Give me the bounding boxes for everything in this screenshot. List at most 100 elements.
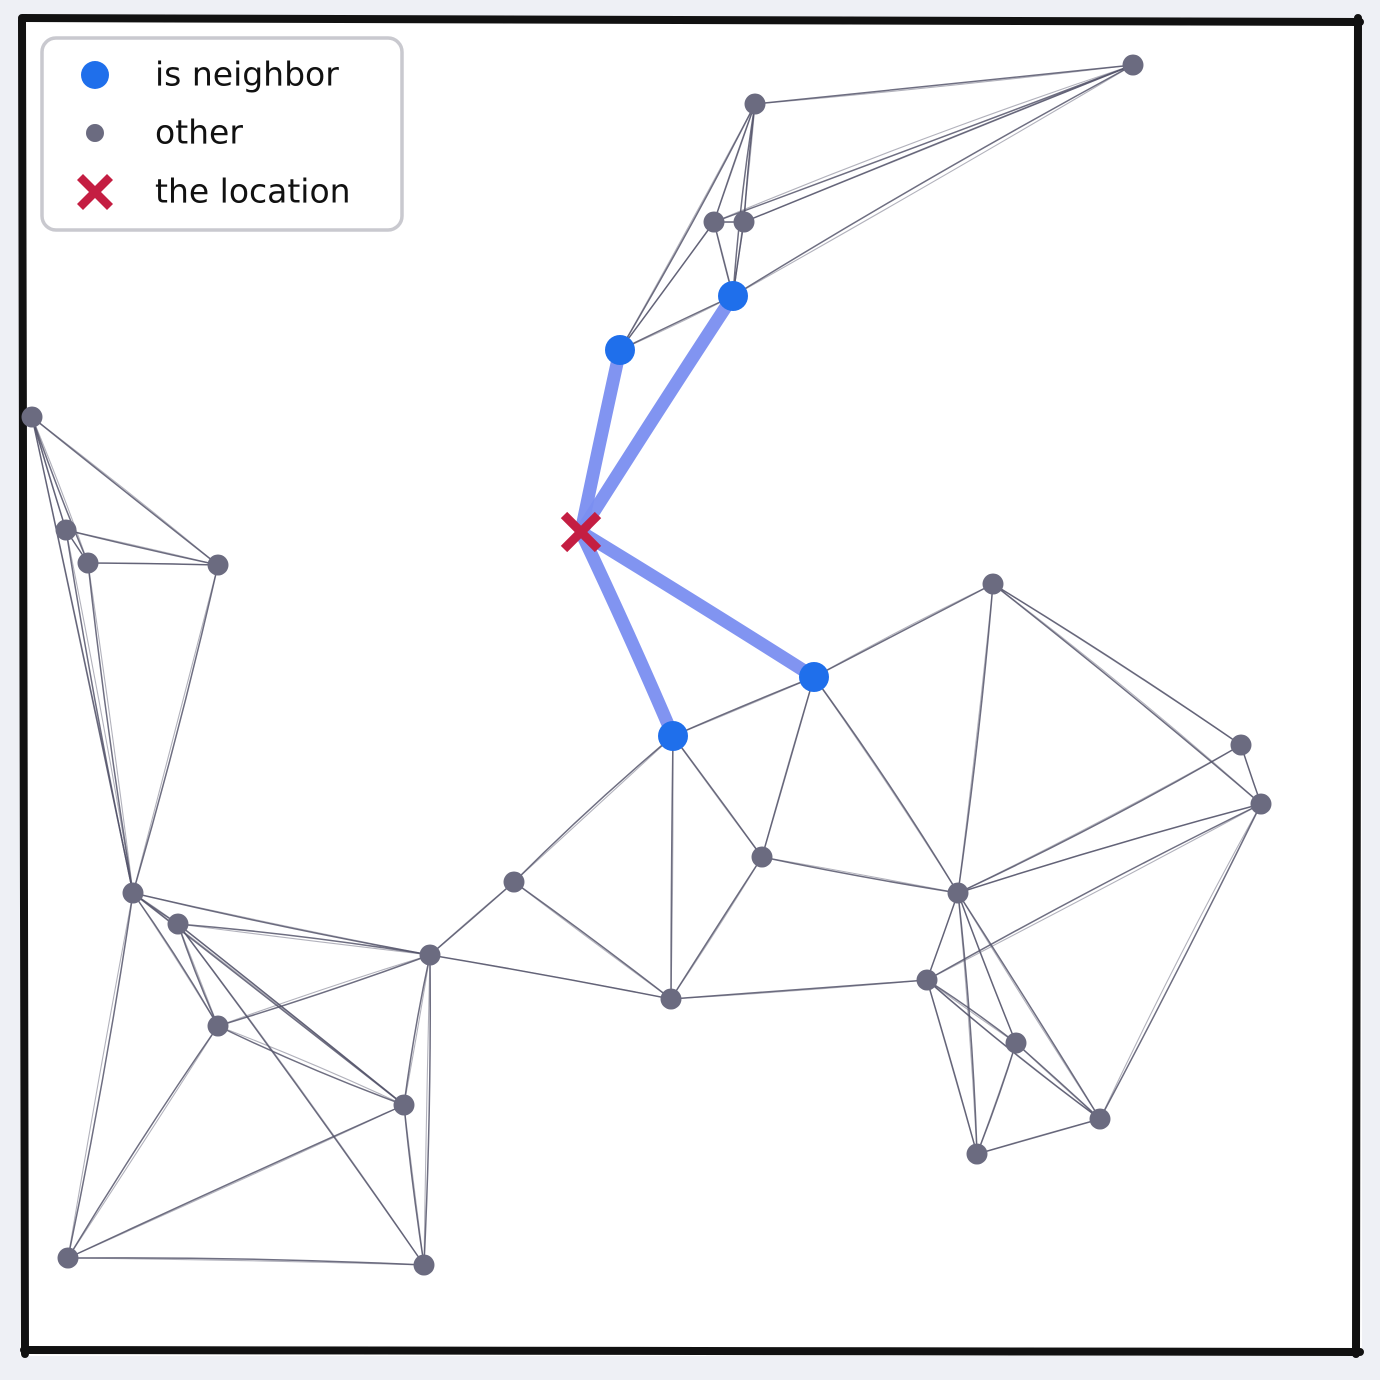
location-marker	[560, 511, 602, 553]
graph-edge	[423, 954, 432, 1266]
legend-item-large-blue-dot[interactable]: is neighbor	[81, 55, 339, 94]
graph-edge	[1015, 1042, 1101, 1120]
other-node[interactable]	[393, 1094, 415, 1116]
graph-edge	[67, 892, 134, 1259]
graph-edge	[957, 892, 978, 1155]
legend-item-small-gray-dot[interactable]: other	[86, 113, 243, 152]
graph-edge	[976, 1118, 1101, 1155]
graph-edge	[957, 892, 1101, 1120]
legend-item-red-x-mark[interactable]: the location	[76, 172, 351, 211]
graph-edge	[429, 881, 515, 956]
hand-drawn-frame	[18, 14, 1364, 1358]
graph-edge	[67, 1025, 219, 1259]
graph-edge	[761, 676, 815, 858]
other-node[interactable]	[77, 552, 99, 574]
other-node[interactable]	[413, 1254, 435, 1276]
other-node[interactable]	[703, 211, 725, 233]
other-node[interactable]	[57, 1247, 79, 1269]
other-node[interactable]	[744, 93, 766, 115]
panel	[20, 18, 1362, 1356]
graph-edge	[217, 1025, 405, 1106]
graph-edge	[132, 564, 219, 894]
graph-edge	[813, 583, 994, 678]
highlighted-edge	[574, 525, 821, 684]
other-node[interactable]	[751, 846, 773, 868]
legend: is neighbor other the location	[40, 36, 404, 232]
graph-edge	[132, 892, 431, 956]
other-node[interactable]	[503, 871, 525, 893]
legend-label: other	[155, 113, 243, 152]
other-node[interactable]	[916, 969, 938, 991]
graph-edge	[813, 676, 959, 894]
other-node[interactable]	[966, 1143, 988, 1165]
graph-edge	[670, 979, 928, 1000]
graph-edge	[403, 954, 431, 1106]
graph-edge	[743, 64, 1134, 223]
other-node[interactable]	[1250, 793, 1272, 815]
graph-edge	[31, 416, 89, 564]
edge-layer	[31, 64, 1262, 1266]
graph-edge	[992, 583, 1242, 746]
graph-edge	[670, 735, 674, 1000]
graph-edge	[513, 881, 672, 1000]
other-node[interactable]	[207, 1015, 229, 1037]
graph-edge	[957, 892, 1017, 1044]
other-node[interactable]	[419, 944, 441, 966]
other-node[interactable]	[1122, 54, 1144, 76]
graph-edge	[619, 221, 715, 351]
graph-edge	[87, 562, 219, 566]
graph-edge	[177, 923, 431, 956]
graph-edge	[132, 892, 219, 1027]
graph-edge	[761, 856, 959, 894]
graph-edge	[429, 954, 672, 1000]
legend-x-icon	[76, 173, 114, 211]
graph-edge	[672, 735, 763, 858]
neighbor-node[interactable]	[658, 721, 688, 751]
graph-edge	[177, 923, 425, 1266]
neighbor-node[interactable]	[605, 335, 635, 365]
graph-edge	[67, 1104, 405, 1259]
graph-edge	[957, 583, 994, 894]
legend-other-dot-icon	[86, 124, 104, 142]
location-x-icon	[560, 511, 602, 553]
other-node[interactable]	[207, 554, 229, 576]
graph-edge	[926, 979, 978, 1155]
other-node[interactable]	[55, 519, 77, 541]
graph-edge	[713, 64, 1134, 223]
graph-edge	[926, 803, 1262, 981]
other-node[interactable]	[21, 406, 43, 428]
other-node[interactable]	[1005, 1032, 1027, 1054]
legend-label: the location	[155, 172, 351, 211]
neighbor-node[interactable]	[799, 662, 829, 692]
other-node[interactable]	[733, 211, 755, 233]
legend-neighbor-dot-icon	[81, 61, 109, 89]
graph-edge	[177, 923, 405, 1106]
graph-edge	[65, 529, 219, 566]
highlighted-edge	[574, 525, 680, 743]
graph-edge	[976, 1042, 1017, 1155]
graph-edge	[992, 583, 1262, 805]
graph-edge	[670, 856, 763, 1000]
graph-edge	[403, 1104, 425, 1266]
neighbor-node[interactable]	[718, 281, 748, 311]
other-node[interactable]	[1230, 734, 1252, 756]
legend-label: is neighbor	[155, 55, 339, 94]
other-node[interactable]	[660, 988, 682, 1010]
other-node[interactable]	[167, 913, 189, 935]
graph-edge	[619, 103, 756, 351]
graph-edge	[957, 744, 1242, 894]
other-node[interactable]	[982, 573, 1004, 595]
graph-edge	[67, 1257, 425, 1266]
other-node[interactable]	[947, 882, 969, 904]
other-node[interactable]	[122, 882, 144, 904]
graph-edge	[1099, 803, 1262, 1120]
legend-box	[40, 36, 404, 232]
graph-edge	[31, 416, 219, 566]
graph-edge	[672, 676, 815, 737]
node-layer	[21, 54, 1272, 1276]
graph-edge	[713, 103, 756, 223]
other-node[interactable]	[1089, 1108, 1111, 1130]
graph-edge	[177, 923, 219, 1027]
highlighted-edge	[574, 343, 627, 539]
